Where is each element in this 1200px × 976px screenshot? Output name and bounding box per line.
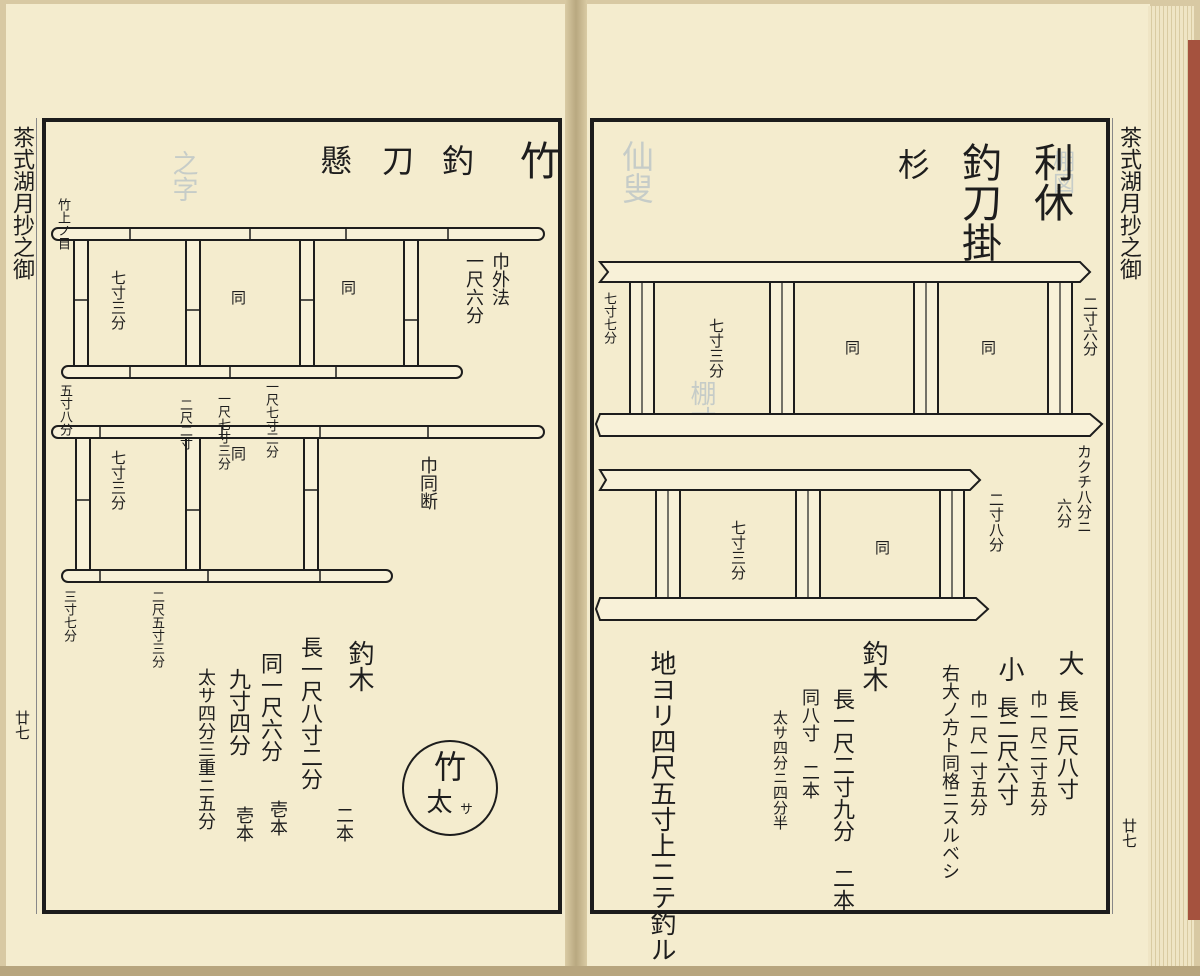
annotation: 七寸三分 bbox=[729, 520, 747, 580]
annotation: 同 bbox=[843, 340, 861, 355]
ghost-text: 之字 bbox=[168, 150, 198, 202]
size-line: 巾一尺一寸五分 bbox=[967, 690, 988, 816]
spec-line: 太サ四分三重ニ五分 bbox=[195, 668, 216, 830]
size-line: 長二尺八寸 bbox=[1053, 690, 1078, 800]
spec-heading: 釣木 bbox=[344, 640, 374, 692]
size-line: 長二尺六寸 bbox=[993, 696, 1018, 806]
page-number: 廿七 bbox=[1120, 818, 1138, 848]
right-side-margin: 茶式湖月抄之御 廿七 bbox=[1112, 118, 1147, 914]
annotation: 六分 bbox=[1055, 498, 1073, 528]
cedar-bottom-rail bbox=[594, 597, 990, 621]
annotation: 同 bbox=[339, 280, 357, 295]
annotation: カクチ八分ニ bbox=[1075, 444, 1093, 534]
title-column: 杉 bbox=[893, 148, 931, 180]
annotation: 二尺五寸三分 bbox=[149, 590, 164, 668]
spec-count: 二本 bbox=[333, 806, 354, 842]
ghost-text: 棚図 bbox=[1049, 150, 1074, 194]
title-char: 懸 bbox=[315, 144, 353, 176]
title-column: 釣刀掛 bbox=[955, 142, 1001, 262]
bamboo-bottom-rail bbox=[61, 365, 463, 379]
cover-edge bbox=[1188, 40, 1200, 920]
spec-line: 長一尺二寸九分 二本 bbox=[829, 688, 854, 911]
annotation: 二寸八分 bbox=[987, 492, 1005, 552]
ghost-text: 仙叟 bbox=[617, 140, 655, 204]
annotation: 一尺七寸三分 bbox=[215, 392, 230, 470]
spec-line: 長一尺八寸二分 bbox=[297, 636, 322, 790]
annotation: 三寸七分 bbox=[61, 590, 76, 642]
annotation: 七寸三分 bbox=[109, 450, 127, 510]
page-edges bbox=[1148, 6, 1194, 968]
annotation: 竹上ノ目 bbox=[55, 198, 70, 250]
book-bottom-edge bbox=[0, 966, 1200, 976]
bamboo-rung bbox=[303, 437, 319, 571]
spec-line: 九寸四分 bbox=[225, 668, 250, 756]
spec-count: 壱本 bbox=[233, 806, 254, 842]
annotation: 同 bbox=[229, 290, 247, 305]
annotation: 二尺二寸 bbox=[177, 398, 192, 450]
cedar-top-rail bbox=[598, 469, 982, 491]
spec-heading: 釣木 bbox=[858, 640, 888, 692]
annotation: 七寸三分 bbox=[707, 318, 725, 378]
annotation: 巾同断 bbox=[417, 456, 438, 510]
bamboo-thickness-seal: 竹 太 サ bbox=[402, 740, 498, 836]
annotation: 巾外法 bbox=[489, 252, 510, 306]
title-char: 刀 bbox=[377, 144, 415, 176]
bamboo-rung bbox=[403, 239, 419, 367]
annotation: 同 bbox=[229, 446, 247, 461]
annotation: 一尺七寸三分 bbox=[263, 380, 278, 458]
annotation: 七寸七分 bbox=[601, 292, 616, 344]
title-char: 竹 bbox=[513, 140, 559, 180]
bamboo-top-rail bbox=[51, 425, 545, 439]
size-label-small: 小 bbox=[994, 656, 1024, 682]
bamboo-top-rail bbox=[51, 227, 545, 241]
right-page-frame bbox=[590, 118, 1110, 914]
bamboo-rung bbox=[75, 437, 91, 571]
book-gutter bbox=[565, 0, 587, 976]
annotation: 一尺六分 bbox=[463, 252, 484, 324]
annotation: 同 bbox=[873, 540, 891, 555]
bamboo-rung bbox=[73, 239, 89, 367]
annotation: 同 bbox=[979, 340, 997, 355]
spec-line: 太サ四分ニ四分半 bbox=[771, 710, 789, 830]
title-column: 利休 bbox=[1027, 142, 1073, 222]
seal-char: 竹 bbox=[429, 750, 467, 782]
left-page-frame bbox=[42, 118, 562, 914]
annotation: 七寸三分 bbox=[109, 270, 127, 330]
size-label-large: 大 bbox=[1054, 650, 1084, 676]
bamboo-rung bbox=[185, 437, 201, 571]
left-side-margin: 茶式湖月抄之御 廿七 bbox=[8, 118, 37, 914]
size-line: 巾一尺二寸五分 bbox=[1027, 690, 1048, 816]
hanging-note: 地ヨリ四尺五寸上ニテ釣ル bbox=[646, 650, 676, 962]
spec-count: 壱本 bbox=[267, 800, 288, 836]
annotation: 二寸六分 bbox=[1081, 296, 1099, 356]
side-title: 茶式湖月抄之御 bbox=[1116, 126, 1141, 280]
size-note: 右大ノ方ト同格ニスルベシ bbox=[939, 664, 960, 880]
spec-line: 同八寸 二本 bbox=[799, 688, 820, 799]
seal-char: 太 bbox=[422, 788, 452, 814]
cedar-bottom-rail bbox=[594, 413, 1104, 437]
title-char: 釣 bbox=[437, 144, 475, 176]
bamboo-bottom-rail bbox=[61, 569, 393, 583]
bamboo-rung bbox=[185, 239, 201, 367]
side-title: 茶式湖月抄之御 bbox=[9, 126, 34, 280]
seal-char: サ bbox=[457, 802, 472, 815]
spec-line: 同一尺六分 bbox=[257, 652, 282, 762]
bamboo-rung bbox=[299, 239, 315, 367]
cedar-top-rail bbox=[597, 261, 1092, 283]
annotation: 五寸八分 bbox=[57, 384, 72, 436]
page-number: 廿七 bbox=[13, 710, 31, 740]
